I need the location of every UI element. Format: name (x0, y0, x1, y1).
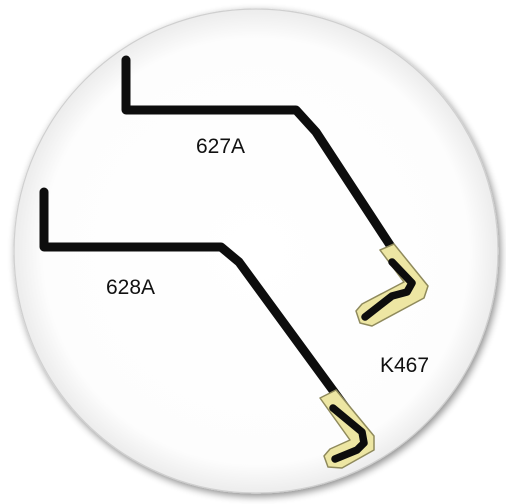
rod-627a-wire-tip (361, 258, 416, 321)
label-628a: 628A (106, 276, 155, 299)
label-k467: K467 (380, 354, 429, 377)
rod-628a-wire-tip (329, 404, 368, 463)
label-627a: 627A (196, 135, 245, 158)
rod-628a (39, 187, 375, 469)
background-disc (13, 8, 499, 494)
rod-627a (121, 55, 429, 327)
